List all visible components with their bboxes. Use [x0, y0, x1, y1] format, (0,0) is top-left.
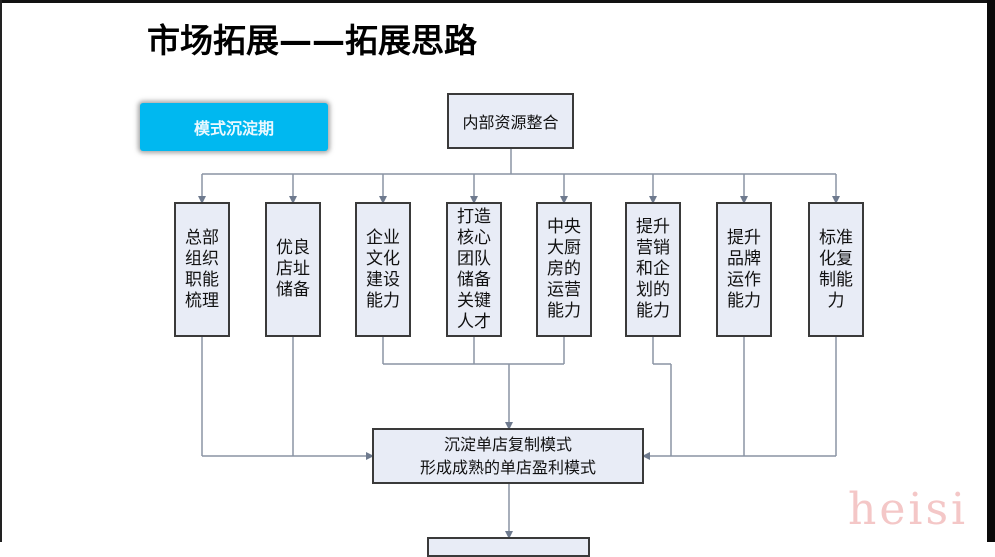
- phase-badge: 模式沉淀期: [140, 103, 328, 151]
- frame-left-border: [0, 0, 2, 542]
- result-node: 沉淀单店复制模式 形成成熟的单店盈利模式: [372, 428, 644, 484]
- next-node: [427, 537, 590, 557]
- capability-node: 总部组织职能梳理: [174, 202, 230, 337]
- result-line-1: 沉淀单店复制模式: [443, 435, 572, 454]
- watermark: heisi: [848, 484, 969, 535]
- phase-badge-label: 模式沉淀期: [193, 119, 274, 138]
- capability-node-label: 优良店址储备: [276, 238, 310, 300]
- capability-node: 提升品牌运作能力: [716, 202, 772, 337]
- result-line-2: 形成成熟的单店盈利模式: [419, 458, 596, 477]
- capability-node: 打造核心团队储备关键人才: [446, 202, 502, 337]
- capability-node-label: 企业文化建设能力: [366, 227, 400, 311]
- connector-lines: [198, 149, 840, 539]
- capability-node: 中央大厨房的运营能力: [536, 202, 592, 337]
- capability-node-label: 打造核心团队储备关键人才: [457, 206, 491, 332]
- capability-node: 提升营销和企划的能力: [625, 202, 681, 337]
- slide-title: 市场拓展——拓展思路: [147, 21, 477, 60]
- frame-top-border: [0, 0, 995, 3]
- capability-node-label: 提升品牌运作能力: [727, 227, 761, 311]
- capability-node: 标准化复制能力: [808, 202, 864, 337]
- capability-node: 优良店址储备: [265, 202, 321, 337]
- frame-right-border: [987, 0, 995, 542]
- capability-node: 企业文化建设能力: [355, 202, 411, 337]
- capability-node-label: 总部组织职能梳理: [185, 227, 219, 311]
- capability-node-label: 提升营销和企划的能力: [636, 217, 670, 321]
- root-node-label: 内部资源整合: [462, 113, 559, 132]
- root-node: 内部资源整合: [447, 93, 574, 149]
- capability-node-label: 中央大厨房的运营能力: [547, 217, 581, 321]
- capability-node-label: 标准化复制能力: [819, 227, 853, 311]
